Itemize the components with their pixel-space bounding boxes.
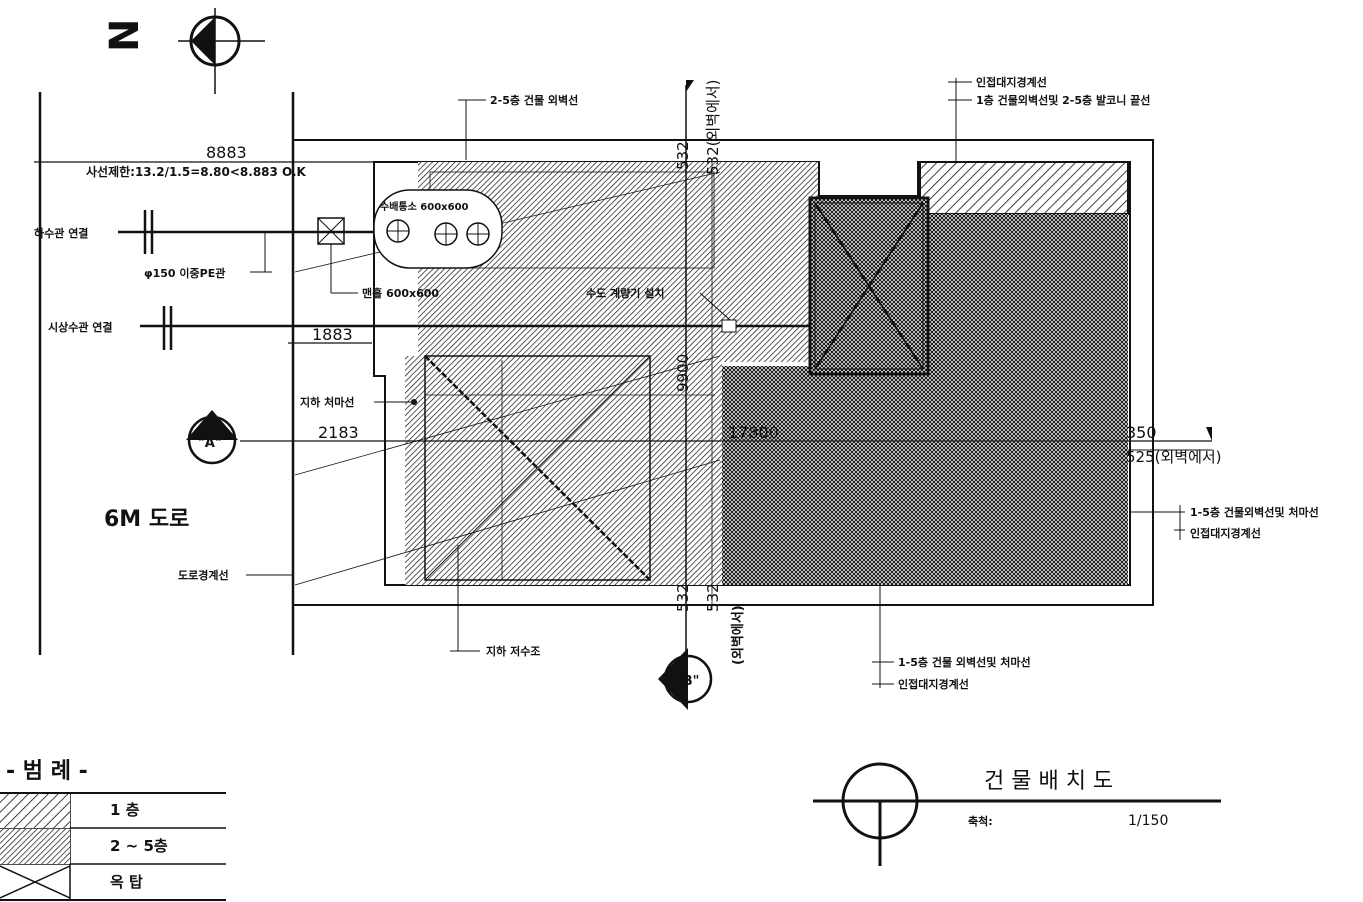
site-boundary — [292, 139, 1154, 606]
basement-line-label: 지하 처마선 — [300, 395, 354, 409]
section-marker-b: "B" — [658, 648, 713, 710]
dim-1883: 1883 — [312, 325, 353, 344]
dim-532-top: 532 — [674, 141, 692, 170]
section-marker-a: "A" — [186, 410, 238, 465]
floor-1-area — [919, 161, 1129, 215]
scale-value: 1/150 — [1128, 813, 1168, 829]
adjacent-boundary-label-north: 인접대지경계선 — [976, 75, 1047, 89]
scale-label: 축척: — [968, 814, 993, 828]
legend-label-floor2-5: 2 ~ 5층 — [110, 837, 168, 855]
water-meter-label: 수도 계량기 설치 — [586, 286, 665, 300]
dim-532-bottom-note: (외벽에서) — [730, 605, 746, 665]
legend-swatch-rooftop — [0, 865, 71, 899]
dim-532-top-2: 532(외벽에서) — [704, 79, 722, 175]
manhole-label: 맨홀 600x600 — [362, 286, 439, 300]
title-block: 건 물 배 치 도 축척: 1/150 — [813, 762, 1221, 866]
dim-525: 525(외벽에서) — [1126, 448, 1222, 466]
meter-box — [373, 189, 503, 269]
south-adjacent-label: 인접대지경계선 — [898, 677, 969, 691]
rooftop-area — [722, 214, 1128, 585]
dim-8883: 8883 — [206, 143, 247, 162]
section-b-label: "B" — [676, 674, 699, 689]
legend-swatch-floor2-5 — [0, 829, 70, 864]
dim-17800: 17800 — [728, 423, 779, 442]
pe-pipe-label: φ150 이중PE관 — [144, 266, 225, 280]
north-arrow-icon: N — [102, 8, 265, 94]
dim-532-bottom-2: 532 — [704, 583, 722, 612]
south-wall-label: 1-5층 건물 외벽선및 처마선 — [898, 655, 1031, 669]
legend-label-rooftop: 옥 탑 — [110, 873, 143, 891]
road-label: 6M 도로 — [104, 507, 189, 532]
meter-box-label: 수배통소 600x600 — [380, 200, 469, 213]
dim-350: 350 — [1126, 423, 1157, 442]
drawing-title: 건 물 배 치 도 — [984, 769, 1113, 794]
legend: - 범 례 - 1 층 2 ~ 5층 옥 탑 — [0, 759, 226, 901]
legend-swatch-floor1 — [0, 794, 70, 828]
upper-wall-label: 2-5층 건물 외벽선 — [490, 93, 578, 107]
dim-2183: 2183 — [318, 423, 359, 442]
floor1-line-label: 1층 건물외벽선및 2-5층 발코니 끝선 — [976, 93, 1150, 107]
east-adjacent-label: 인접대지경계선 — [1190, 526, 1261, 540]
building-outline — [373, 161, 1131, 586]
legend-title: - 범 례 - — [6, 759, 88, 784]
dim-532-bottom: 532 — [674, 583, 692, 612]
water-tank-label: 지하 저수조 — [486, 644, 540, 658]
east-wall-label: 1-5층 건물외벽선및 처마선 — [1190, 505, 1319, 519]
section-a-label: "A" — [198, 436, 222, 451]
road-boundary-label: 도로경계선 — [178, 568, 229, 582]
north-label: N — [102, 19, 148, 52]
sewer-connection-label: 하수관 연결 — [34, 226, 88, 240]
water-connection-label: 시상수관 연결 — [48, 320, 113, 334]
legend-label-floor1: 1 층 — [110, 801, 140, 819]
sightline-note: 사선제한:13.2/1.5=8.80<8.883 O.K — [86, 164, 307, 179]
dim-9900: 9900 — [674, 354, 692, 392]
